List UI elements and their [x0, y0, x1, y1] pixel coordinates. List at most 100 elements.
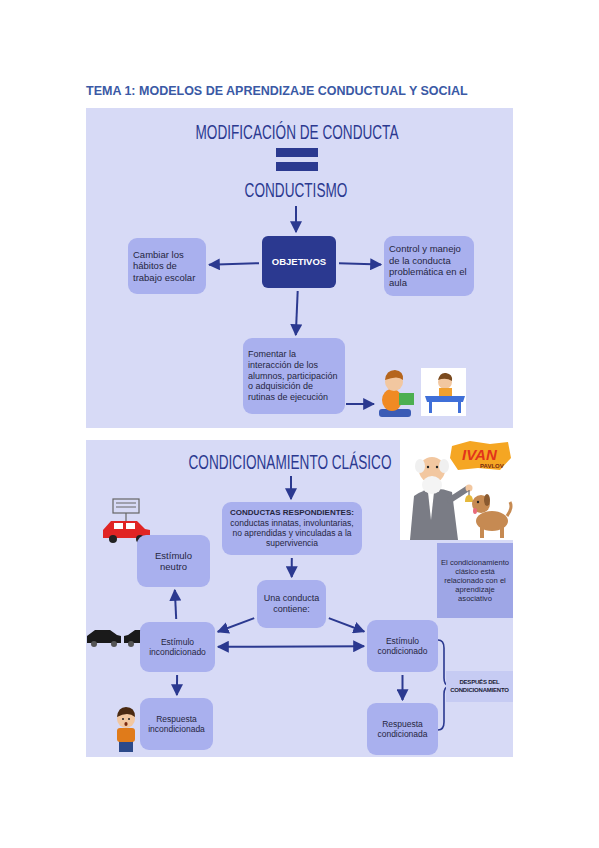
car-icon — [103, 499, 150, 543]
desk-top — [425, 396, 465, 402]
box-text: Estímulo neutro — [142, 550, 205, 573]
crash-icon — [87, 630, 158, 647]
car-wheel — [136, 535, 144, 543]
eye — [427, 466, 429, 468]
gadget-line — [116, 503, 136, 504]
arrow-connector — [329, 618, 364, 631]
kid-reading-illustration — [379, 370, 414, 417]
concept-box: DESPUÉS DEL CONDICIONAMIENTO — [446, 671, 513, 702]
box-text: Control y manejo de la conducta problemá… — [389, 243, 469, 289]
arrow-connector — [339, 263, 381, 264]
panel-heading: CONDICIONAMIENTO CLÁSICO — [174, 450, 405, 474]
dog-eye — [477, 501, 479, 503]
arm — [450, 489, 467, 500]
concept-box: Estímulo neutro — [137, 535, 210, 587]
concept-box: Una conducta contiene: — [257, 580, 326, 628]
car-body — [103, 521, 150, 538]
panel-heading: CONDUCTISMO — [180, 178, 411, 202]
beard — [422, 476, 442, 494]
car-window — [126, 523, 135, 529]
concept-box: Respuesta incondicionada — [140, 698, 213, 750]
boy-body — [117, 728, 135, 742]
heading-arrow — [295, 206, 297, 232]
shirt — [428, 492, 434, 520]
car-wheel — [111, 641, 117, 647]
dog-tail — [507, 502, 511, 516]
gadget — [113, 499, 139, 513]
equals-bar — [276, 148, 318, 157]
car-window — [114, 523, 123, 529]
eye — [436, 466, 438, 468]
arrow-connector — [296, 291, 298, 335]
box-text: Estímulo incondicionado — [145, 637, 210, 657]
heading-arrow — [290, 476, 292, 499]
car-wheel — [148, 641, 154, 647]
dog-leg — [500, 527, 504, 538]
boy-illustration — [117, 707, 135, 752]
arrow-connector — [209, 263, 259, 265]
name-splash — [450, 441, 511, 470]
dog-leg — [480, 527, 484, 538]
boy-eye — [128, 718, 130, 720]
box-text: Respuesta incondicionada — [145, 714, 208, 734]
box-text: DESPUÉS DEL CONDICIONAMIENTO — [447, 679, 512, 693]
bell — [465, 495, 473, 502]
concept-box: El condicionamiento clásico está relacio… — [437, 543, 513, 618]
box-text: conductas innatas, involuntarias, no apr… — [227, 518, 357, 549]
arrow-connector — [218, 618, 254, 632]
page-title: TEMA 1: MODELOS DE APRENDIZAJE CONDUCTUA… — [86, 84, 468, 98]
box-text: Fomentar la interacción de los alumnos, … — [248, 349, 340, 403]
dog-tongue — [473, 508, 477, 514]
boy-eye — [122, 718, 124, 720]
box-text: Una conducta contiene: — [262, 593, 321, 615]
dog-ear — [484, 494, 490, 506]
kid-body — [439, 388, 452, 397]
car-silhouette — [87, 630, 121, 643]
hair — [439, 459, 449, 473]
box-text: CONDUCTAS RESPONDIENTES: — [227, 508, 357, 518]
car-wheel — [109, 535, 117, 543]
concept-box: Cambiar los hábitos de trabajo escolar — [128, 238, 206, 294]
concept-box: Estímulo condicionado — [367, 620, 438, 672]
gadget-line — [116, 507, 136, 508]
arrow-connector — [175, 590, 176, 619]
picture-frame — [421, 368, 466, 416]
car-wheel — [91, 641, 97, 647]
panel-heading: MODIFICACIÓN DE CONDUCTA — [181, 120, 412, 144]
kid-hair — [385, 370, 403, 380]
box-text: El condicionamiento clásico está relacio… — [440, 558, 510, 604]
concept-box: Respuesta condicionada — [367, 703, 438, 755]
kid-desk-illustration — [421, 368, 466, 416]
arrow-connector — [402, 675, 404, 700]
arrow-connector — [176, 675, 178, 695]
concept-box: CONDUCTAS RESPONDIENTES:conductas innata… — [222, 502, 362, 555]
kid-hair — [438, 373, 452, 381]
car-wheel — [128, 641, 134, 647]
concept-box: Estímulo incondicionado — [140, 622, 215, 672]
equals-bar — [276, 162, 318, 171]
name-label: PAVLOV — [480, 463, 504, 469]
gadget-stand — [125, 513, 126, 521]
desk-leg — [429, 402, 432, 413]
concept-box: OBJETIVOS — [262, 236, 336, 288]
book — [399, 393, 414, 405]
boy-hair — [117, 707, 135, 717]
box-text: OBJETIVOS — [267, 256, 331, 267]
desk-leg — [458, 402, 461, 413]
dog-head — [472, 495, 490, 513]
cartoon-background — [400, 440, 513, 540]
pointer-arrow — [346, 403, 374, 405]
box-text: Respuesta condicionada — [372, 719, 433, 739]
concept-box: Control y manejo de la conducta problemá… — [384, 236, 474, 296]
boy-mouth — [124, 722, 127, 726]
concept-box: Fomentar la interacción de los alumnos, … — [243, 338, 345, 414]
box-text: Estímulo condicionado — [372, 636, 433, 656]
brace — [438, 640, 449, 730]
hair — [415, 459, 425, 473]
name-label: IVAN — [462, 446, 497, 463]
arrow-connector — [291, 558, 293, 577]
pavlov-cartoon — [400, 440, 513, 540]
arrow-connector — [218, 645, 364, 648]
car-silhouette — [124, 630, 158, 643]
